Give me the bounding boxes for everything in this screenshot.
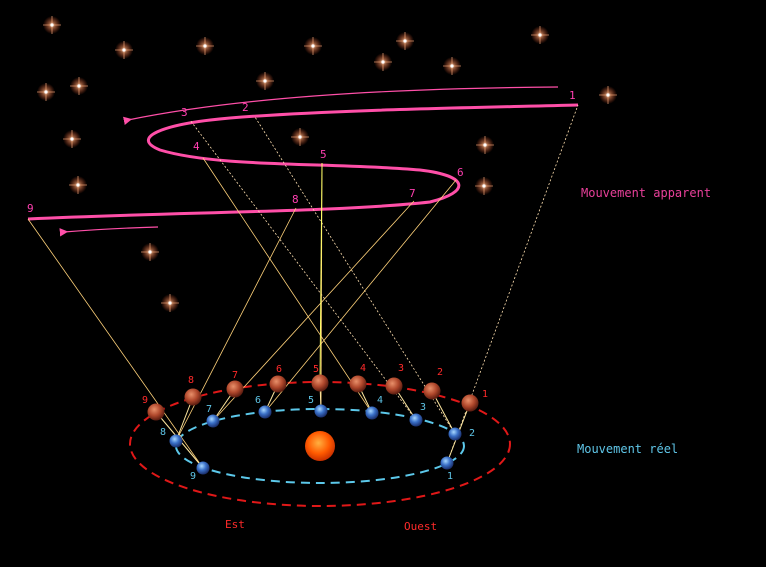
star (374, 53, 392, 71)
earth-label-9: 9 (190, 471, 196, 482)
sight-line-3 (189, 119, 417, 421)
earth-7 (206, 414, 220, 428)
mars-3 (385, 377, 403, 395)
star (37, 83, 55, 101)
west-label: Ouest (404, 520, 437, 533)
star (304, 37, 322, 55)
sight-line-2 (254, 116, 456, 435)
apparent-label-3: 3 (181, 106, 188, 119)
apparent-label-5: 5 (320, 148, 327, 161)
star (256, 72, 274, 90)
real-motion-caption: Mouvement réel (577, 442, 678, 456)
star (196, 37, 214, 55)
mars-7 (226, 380, 244, 398)
star (443, 57, 461, 75)
earth-label-5: 5 (308, 395, 314, 406)
sight-line-7 (212, 200, 415, 422)
earth-label-6: 6 (255, 395, 261, 406)
mars-label-1: 1 (482, 389, 488, 400)
apparent-label-9: 9 (27, 202, 34, 215)
earth-label-1: 1 (447, 471, 453, 482)
mars-9 (147, 403, 165, 421)
sight-lines (27, 104, 579, 469)
sight-line-8 (175, 207, 297, 442)
apparent-label-1: 1 (569, 89, 576, 102)
mars-label-2: 2 (437, 367, 443, 378)
star (475, 177, 493, 195)
earth-2 (448, 427, 462, 441)
earth-1 (440, 456, 454, 470)
sight-line-9 (27, 218, 204, 469)
star (115, 41, 133, 59)
earth-3 (409, 413, 423, 427)
sun (305, 431, 335, 461)
star-field (37, 16, 617, 312)
earth-8 (169, 434, 183, 448)
star (599, 86, 617, 104)
star (291, 128, 309, 146)
earth-5 (314, 404, 328, 418)
sight-line-6 (264, 179, 457, 413)
apparent-motion-caption: Mouvement apparent (581, 186, 711, 200)
earth-6 (258, 405, 272, 419)
sight-line-4 (202, 157, 373, 414)
apparent-label-2: 2 (242, 101, 249, 114)
apparent-label-8: 8 (292, 193, 299, 206)
mars-5 (311, 374, 329, 392)
apparent-loop (27, 103, 579, 221)
mars-label-4: 4 (360, 363, 366, 374)
apparent-label-7: 7 (409, 187, 416, 200)
sight-line-5-highlight (319, 162, 323, 384)
mars-label-8: 8 (188, 375, 194, 386)
earth-9 (196, 461, 210, 475)
earth-label-2: 2 (469, 428, 475, 439)
apparent-arrow-bottom (59, 226, 159, 237)
earth-label-3: 3 (420, 402, 426, 413)
star (396, 32, 414, 50)
sight-line-1 (446, 104, 579, 464)
star (70, 77, 88, 95)
mars-label-5: 5 (313, 364, 319, 375)
mars-label-6: 6 (276, 364, 282, 375)
apparent-label-4: 4 (193, 140, 200, 153)
mars-6 (269, 375, 287, 393)
mars-label-3: 3 (398, 363, 404, 374)
star (63, 130, 81, 148)
apparent-position-labels: 1 2 3 4 5 6 7 8 9 (27, 89, 576, 215)
mars-8 (184, 388, 202, 406)
star (43, 16, 61, 34)
mars-positions (147, 374, 479, 421)
earth-label-8: 8 (160, 427, 166, 438)
star (69, 176, 87, 194)
mars-position-labels: 1 2 3 4 5 6 7 8 9 (142, 363, 488, 406)
earth-4 (365, 406, 379, 420)
earth-orbit (175, 408, 465, 484)
star (161, 294, 179, 312)
mars-2 (423, 382, 441, 400)
apparent-motion-path (27, 86, 579, 237)
mars-4 (349, 375, 367, 393)
apparent-arrow-top (123, 86, 559, 125)
earth-positions (169, 404, 462, 475)
apparent-label-6: 6 (457, 166, 464, 179)
mars-label-7: 7 (232, 370, 238, 381)
east-label: Est (225, 518, 245, 531)
mars-1 (461, 394, 479, 412)
earth-label-4: 4 (377, 395, 383, 406)
star (531, 26, 549, 44)
earth-label-7: 7 (206, 404, 212, 415)
star (476, 136, 494, 154)
star (141, 243, 159, 261)
earth-position-labels: 1 2 3 4 5 6 7 8 9 (160, 395, 475, 482)
mars-label-9: 9 (142, 395, 148, 406)
